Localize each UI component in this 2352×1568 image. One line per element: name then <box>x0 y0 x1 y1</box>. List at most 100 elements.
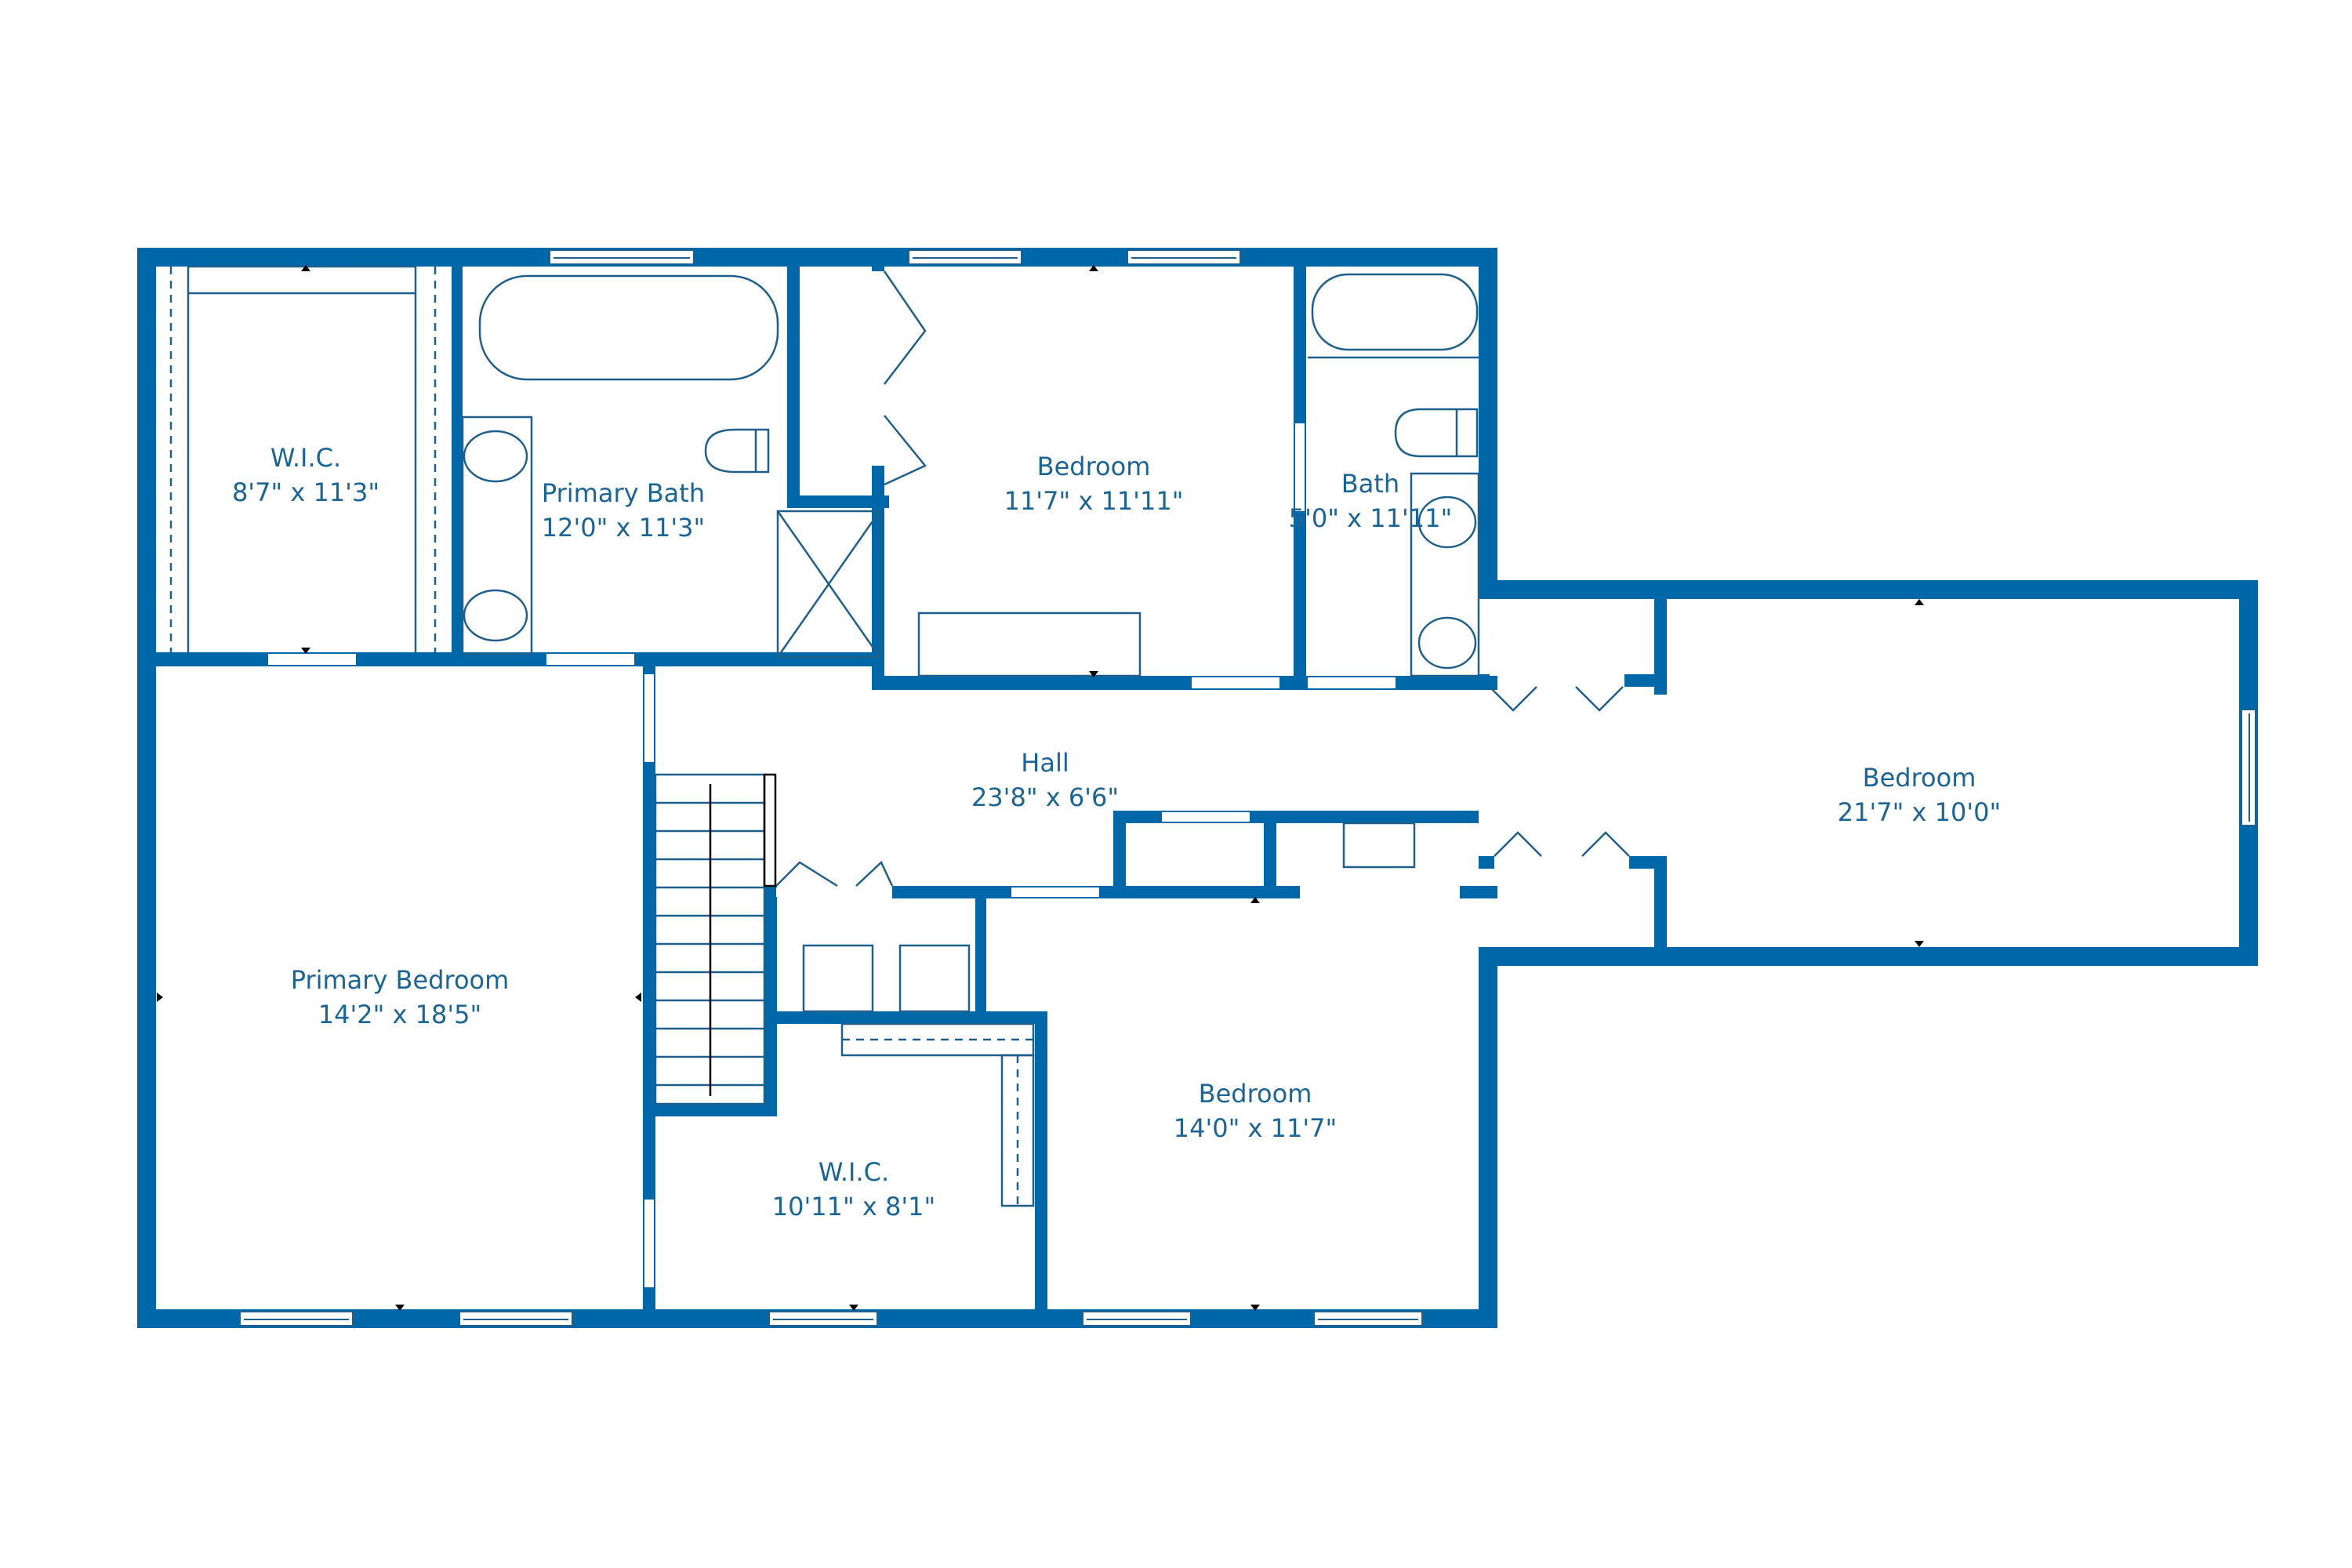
toilet-icon <box>1394 408 1479 458</box>
bathtub-icon <box>1311 273 1479 351</box>
wall-closet-bottom <box>787 495 889 508</box>
wall-closet-bedroom-bottom <box>872 466 884 690</box>
wall-linen-closet-right <box>975 886 986 1019</box>
stairs-icon <box>654 773 766 1105</box>
wall-hall-closet-top-left <box>764 886 775 898</box>
washer-icon <box>802 944 874 1013</box>
toilet-icon <box>704 428 770 474</box>
wall-hall-bottom-right-stub <box>1460 886 1497 898</box>
ext-closet-wall-lower <box>1654 856 1667 958</box>
bifold-door-icon <box>883 270 927 385</box>
wall-wic-bath <box>452 248 463 666</box>
door-bath <box>1308 677 1396 688</box>
bifold-door-icon <box>855 860 894 887</box>
bifold-door-icon <box>1494 831 1542 857</box>
window-bedroom-bottom-2 <box>1313 1311 1423 1327</box>
ext-closet-stub-left-lower <box>1479 856 1494 869</box>
room-label-bedroom-right: Bedroom 21'7" x 10'0" <box>1838 760 2001 829</box>
room-label-primary-bedroom: Primary Bedroom 14'2" x 18'5" <box>291 963 510 1032</box>
desk-icon <box>917 612 1142 677</box>
bifold-door-icon <box>884 415 927 486</box>
room-name: W.I.C. <box>270 443 342 473</box>
outer-wall-top <box>137 248 1497 267</box>
ext-closet-stub-upper <box>1624 674 1667 687</box>
wall-stair-bottom <box>643 1104 776 1116</box>
window-bedroom-top-1 <box>908 249 1022 265</box>
bifold-door-icon <box>775 861 838 887</box>
room-name: Bedroom <box>1198 1079 1312 1109</box>
room-dimensions: 14'0" x 11'7" <box>1173 1113 1338 1143</box>
room-dimensions: 14'2" x 18'5" <box>318 1000 482 1029</box>
door-hall-right <box>1480 713 1490 801</box>
door-linen <box>1162 812 1250 822</box>
room-label-hall: Hall 23'8" x 6'6" <box>971 746 1119 815</box>
door-bedroom-bottom <box>1011 887 1099 897</box>
vanity-icon <box>461 416 533 655</box>
sink-icon <box>1417 616 1477 670</box>
door-primary-bath <box>546 654 634 665</box>
room-label-bath: Bath 5'0" x 11'11" <box>1289 466 1452 535</box>
shelf-icon <box>840 1022 1035 1057</box>
room-dimensions: 23'8" x 6'6" <box>971 782 1120 812</box>
room-dimensions: 5'0" x 11'11" <box>1288 503 1453 533</box>
wall-upper-row-bottom-right <box>882 676 1497 690</box>
opening-laundry <box>1301 887 1458 897</box>
window-bedroom-bottom-1 <box>1082 1311 1192 1327</box>
outer-wall-right-upper <box>1479 248 1497 588</box>
room-name: Bath <box>1341 469 1400 499</box>
room-label-wic-top: W.I.C. 8'7" x 11'3" <box>232 441 379 510</box>
room-dimensions: 11'7" x 11'11" <box>1004 486 1184 516</box>
wall-upper-row-bottom-left <box>137 652 882 666</box>
outer-wall-right-lower <box>1479 949 1497 1328</box>
wall-wic-bedroom <box>1035 1011 1047 1328</box>
window-primary-bed-bottom-2 <box>459 1311 573 1327</box>
sink-icon <box>463 589 528 642</box>
wall-hall-closet-a-left <box>1113 811 1126 898</box>
ext-wall-top <box>1479 580 2258 599</box>
outer-wall-left <box>137 248 156 1328</box>
door-wic-bottom <box>644 1200 654 1287</box>
shelf-icon <box>1000 1054 1035 1207</box>
door-bedroom-top <box>1192 677 1279 688</box>
room-dimensions: 12'0" x 11'3" <box>541 513 706 543</box>
room-name: Primary Bedroom <box>290 965 510 995</box>
dryer-icon <box>898 944 971 1013</box>
window-primary-bath-top <box>549 249 695 265</box>
wall-closet-bedroom-top <box>872 248 884 271</box>
room-dimensions: 8'7" x 11'3" <box>231 477 380 507</box>
wall-primary-bedroom-right <box>643 666 655 1328</box>
bifold-door-icon <box>1575 686 1624 712</box>
room-label-bedroom-top: Bedroom 11'7" x 11'11" <box>1004 449 1184 518</box>
wall-stair-right <box>764 886 777 1116</box>
wall-wic-bottom-top <box>764 1011 1047 1024</box>
bathtub-icon <box>478 274 779 381</box>
room-label-wic-bottom: W.I.C. 10'11" x 8'1" <box>772 1155 935 1224</box>
door-bedroom-top-side <box>1295 423 1305 511</box>
room-name: Primary Bath <box>541 478 706 508</box>
room-dimensions: 21'7" x 10'0" <box>1837 797 2002 827</box>
wall-bath-closet <box>787 248 800 506</box>
window-wic-bottom <box>768 1311 878 1327</box>
door-wic-top <box>268 654 356 665</box>
room-dimensions: 10'11" x 8'1" <box>771 1192 936 1221</box>
window-bedroom-top-2 <box>1127 249 1241 265</box>
ext-wall-bottom <box>1479 947 2258 966</box>
room-label-primary-bath: Primary Bath 12'0" x 11'3" <box>542 476 705 545</box>
room-name: Hall <box>1021 748 1069 778</box>
shower-icon <box>776 510 881 659</box>
sink-icon <box>463 430 528 483</box>
room-label-bedroom-bottom: Bedroom 14'0" x 11'7" <box>1174 1076 1337 1145</box>
room-name: Bedroom <box>1862 763 1976 793</box>
window-primary-bed-bottom-1 <box>239 1311 354 1327</box>
ext-closet-wall-upper <box>1654 580 1667 695</box>
room-name: W.I.C. <box>818 1157 890 1187</box>
bifold-door-icon <box>1581 831 1630 857</box>
door-primary-bedroom <box>644 674 654 762</box>
water-heater-icon <box>1342 822 1416 869</box>
opening-closet-doors <box>776 887 890 897</box>
room-name: Bedroom <box>1036 452 1151 481</box>
shelf-icon <box>187 265 417 295</box>
wall-hall-closet-a-right <box>1264 811 1276 898</box>
ext-closet-stub-lower <box>1629 856 1667 869</box>
